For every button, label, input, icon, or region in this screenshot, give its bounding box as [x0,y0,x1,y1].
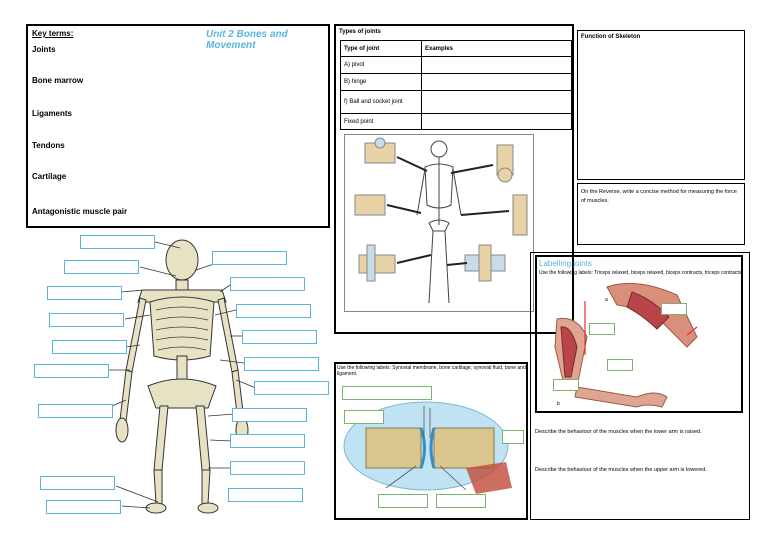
synovial-panel: Use the following labels: Synovial membr… [334,362,528,520]
cell-ball[interactable] [421,90,572,114]
row-hinge: B) hinge [340,73,422,91]
skeleton-label-8[interactable] [212,251,287,265]
arm-label-2[interactable] [589,323,615,335]
cell-fixed[interactable] [421,113,572,130]
arm-label-4[interactable] [553,379,579,391]
skeleton-label-4[interactable] [49,313,124,327]
col-type: Type of joint [340,40,422,57]
row-ball: f) Ball and socket joint [340,90,422,114]
skeleton-figure [30,230,330,525]
arm-label-3[interactable] [607,359,633,371]
types-of-joints-panel: Types of joints Type of joint Examples A… [334,24,574,334]
labelling-joints-panel: Labelling joints Use the following label… [530,252,750,520]
skeleton-label-12[interactable] [244,357,319,371]
skeleton-label-13[interactable] [254,381,329,395]
skeleton-label-3[interactable] [47,286,122,300]
synovial-label-5[interactable] [436,494,486,508]
skeleton-art [105,239,257,514]
synovial-label-1[interactable] [342,386,432,400]
synovial-instruction: Use the following labels: Synovial membr… [337,365,526,377]
arm-label-1[interactable] [661,303,687,315]
synovial-label-2[interactable] [344,410,384,424]
function-title: Function of Skeleton [581,34,641,40]
term-antagonistic: Antagonistic muscle pair [32,207,128,216]
skeleton-label-6[interactable] [34,364,109,378]
term-tendons: Tendons [32,141,65,150]
label-a: a [605,297,608,303]
skeleton-label-15[interactable] [230,434,305,448]
unit-title: Unit 2 Bones and Movement [206,29,288,51]
key-terms-heading: Key terms: [32,29,74,38]
synovial-label-4[interactable] [378,494,428,508]
skeleton-label-10[interactable] [236,304,311,318]
labelling-instruction: Use the following labels: Triceps relaxe… [539,270,743,276]
term-bone-marrow: Bone marrow [32,76,84,85]
reverse-panel: On the Reverse, write a concise method f… [577,183,745,245]
col-examples: Examples [421,40,572,57]
function-panel: Function of Skeleton [577,30,745,180]
question-raised: Describe the behaviour of the muscles wh… [535,429,702,435]
synovial-label-3[interactable] [502,430,524,444]
skeleton-label-18[interactable] [40,476,115,490]
skeleton-label-5[interactable] [52,340,127,354]
skeleton-label-16[interactable] [230,461,305,475]
skeleton-label-7[interactable] [38,404,113,418]
skeleton-label-1[interactable] [80,235,155,249]
skeleton-label-2[interactable] [64,260,139,274]
synovial-art [343,401,512,494]
skeleton-label-14[interactable] [232,408,307,422]
question-lowered: Describe the behaviour of the muscles wh… [535,467,707,473]
cell-pivot[interactable] [421,56,572,74]
types-table: Type of joint Examples A) pivot B) hinge… [340,40,572,130]
label-b: b [557,401,560,407]
skeleton-label-11[interactable] [242,330,317,344]
row-fixed: Fixed point [340,113,422,130]
term-cartilage: Cartilage [32,172,67,181]
joint-diagram [344,134,534,312]
term-joints: Joints [32,45,56,54]
skeleton-label-9[interactable] [230,277,305,291]
labelling-title: Labelling joints [539,259,592,268]
cell-hinge[interactable] [421,73,572,91]
row-pivot: A) pivot [340,56,422,74]
arm-art [554,282,698,408]
joint-diagram-art [354,137,528,304]
term-ligaments: Ligaments [32,109,73,118]
key-terms-panel: Key terms: Unit 2 Bones and Movement Joi… [26,24,330,228]
skeleton-label-19[interactable] [46,500,121,514]
skeleton-label-17[interactable] [228,488,303,502]
labelling-inner: Labelling joints Use the following label… [535,255,743,413]
reverse-text: On the Reverse, write a concise method f… [581,189,737,204]
types-title: Types of joints [339,29,381,35]
